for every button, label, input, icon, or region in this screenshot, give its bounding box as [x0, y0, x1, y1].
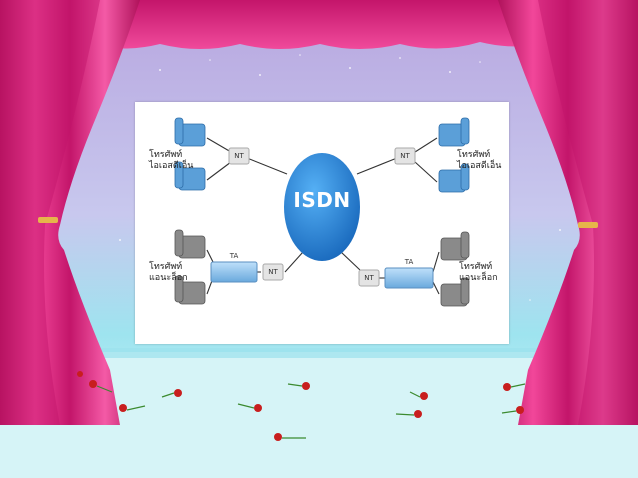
isdn-phone-left-bottom-icon — [174, 161, 206, 191]
ta-label-left: TA — [229, 252, 239, 260]
rose-decorations — [77, 371, 526, 441]
analog-phone-left-bottom-icon — [174, 275, 206, 305]
isdn-cloud — [284, 153, 360, 261]
isdn-label: ISDN — [293, 188, 351, 212]
analog-phone-label-right: โทรศัพท์แอนะล็อก — [459, 262, 498, 283]
diagram-slide: NT NT NT NT TA TA โทรศัพท์ไอเอสดีเอ็น โท… — [135, 102, 509, 344]
ta-box-left — [210, 261, 258, 283]
isdn-phone-label-right: โทรศัพท์ไอเอสดีเอ็น — [457, 150, 502, 171]
nt-box-left-top — [228, 147, 250, 165]
isdn-phone-right-bottom-icon — [438, 163, 470, 193]
ta-label-right: TA — [404, 258, 414, 266]
analog-phone-right-bottom-icon — [440, 277, 470, 307]
nt-box-left-bottom — [262, 263, 284, 281]
nt-label-right-top: NT — [400, 152, 410, 160]
isdn-phone-right-top-icon — [438, 117, 470, 147]
nt-label-right-bottom: NT — [364, 274, 374, 282]
analog-phone-right-top-icon — [440, 231, 470, 261]
nt-box-right-top — [394, 147, 416, 165]
connection-lines — [206, 137, 440, 295]
nt-label-left-bottom: NT — [268, 268, 278, 276]
nt-label-left-top: NT — [234, 152, 244, 160]
isdn-phone-left-top-icon — [174, 117, 206, 147]
ta-box-right — [384, 267, 434, 289]
analog-phone-label-left: โทรศัพท์แอนะล็อก — [149, 262, 188, 283]
analog-phone-left-top-icon — [174, 229, 206, 259]
isdn-phone-label-left: โทรศัพท์ไอเอสดีเอ็น — [149, 150, 194, 171]
nt-box-right-bottom — [358, 269, 380, 287]
